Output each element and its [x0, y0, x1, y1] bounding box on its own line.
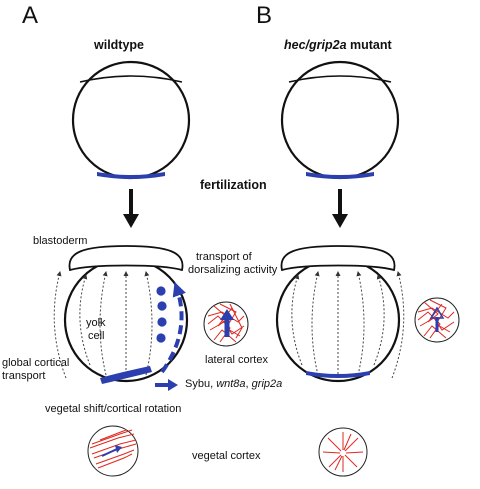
panel-label-a: A — [22, 2, 39, 29]
lateral-cortex-label: lateral cortex — [205, 354, 268, 366]
vegetal-cortex-inset-b — [318, 427, 368, 477]
mutant-egg — [280, 60, 400, 180]
fertilization-arrow-b — [332, 189, 348, 228]
yolk-label-line2: cell — [88, 330, 105, 342]
sybu-prefix: Sybu, — [185, 378, 217, 390]
mutant-suffix: mutant — [346, 38, 392, 52]
sybu-label: Sybu, wnt8a, grip2a — [185, 379, 282, 390]
blastoderm-cap-a — [68, 245, 184, 272]
fertilization-arrow-a — [123, 189, 139, 228]
wildtype-embryo — [53, 245, 189, 391]
shifted-cargo — [100, 366, 152, 384]
transport-label-line2: dorsalizing activity — [188, 264, 278, 276]
mutant-gene-name: hec/grip2a — [284, 38, 347, 52]
transport-label-line1: transport of — [196, 251, 252, 263]
yolk-label-line1: yolk — [86, 317, 106, 329]
vegetal-cortex-label: vegetal cortex — [192, 450, 261, 462]
wildtype-title: wildtype — [94, 38, 145, 52]
dorsal-transport-arrow — [160, 282, 186, 374]
sybu-wnt8a: wnt8a — [216, 378, 246, 390]
lateral-cortex-inset-a — [203, 301, 249, 347]
sybu-grip2a: grip2a — [251, 378, 283, 390]
sybu-sep: , — [245, 378, 252, 390]
wildtype-egg — [71, 60, 191, 180]
lateral-cortex-inset-b — [414, 297, 460, 343]
unshifted-cargo — [306, 371, 370, 378]
global-transport-line1: global cortical — [2, 357, 70, 369]
global-transport-line2: transport — [2, 370, 46, 382]
blastoderm-cap-b — [280, 245, 396, 272]
fertilization-label: fertilization — [200, 178, 267, 192]
vegetal-cargo-mutant — [306, 172, 374, 179]
blastoderm-label: blastoderm — [33, 235, 88, 247]
mutant-embryo — [275, 245, 405, 383]
vegetal-cortex-inset-a — [87, 425, 139, 477]
vegetal-cargo-wildtype — [97, 172, 165, 179]
vegetal-shift-label: vegetal shift/cortical rotation — [45, 403, 182, 415]
panel-label-b: B — [256, 2, 273, 29]
mutant-title: hec/grip2a mutant — [284, 39, 392, 52]
